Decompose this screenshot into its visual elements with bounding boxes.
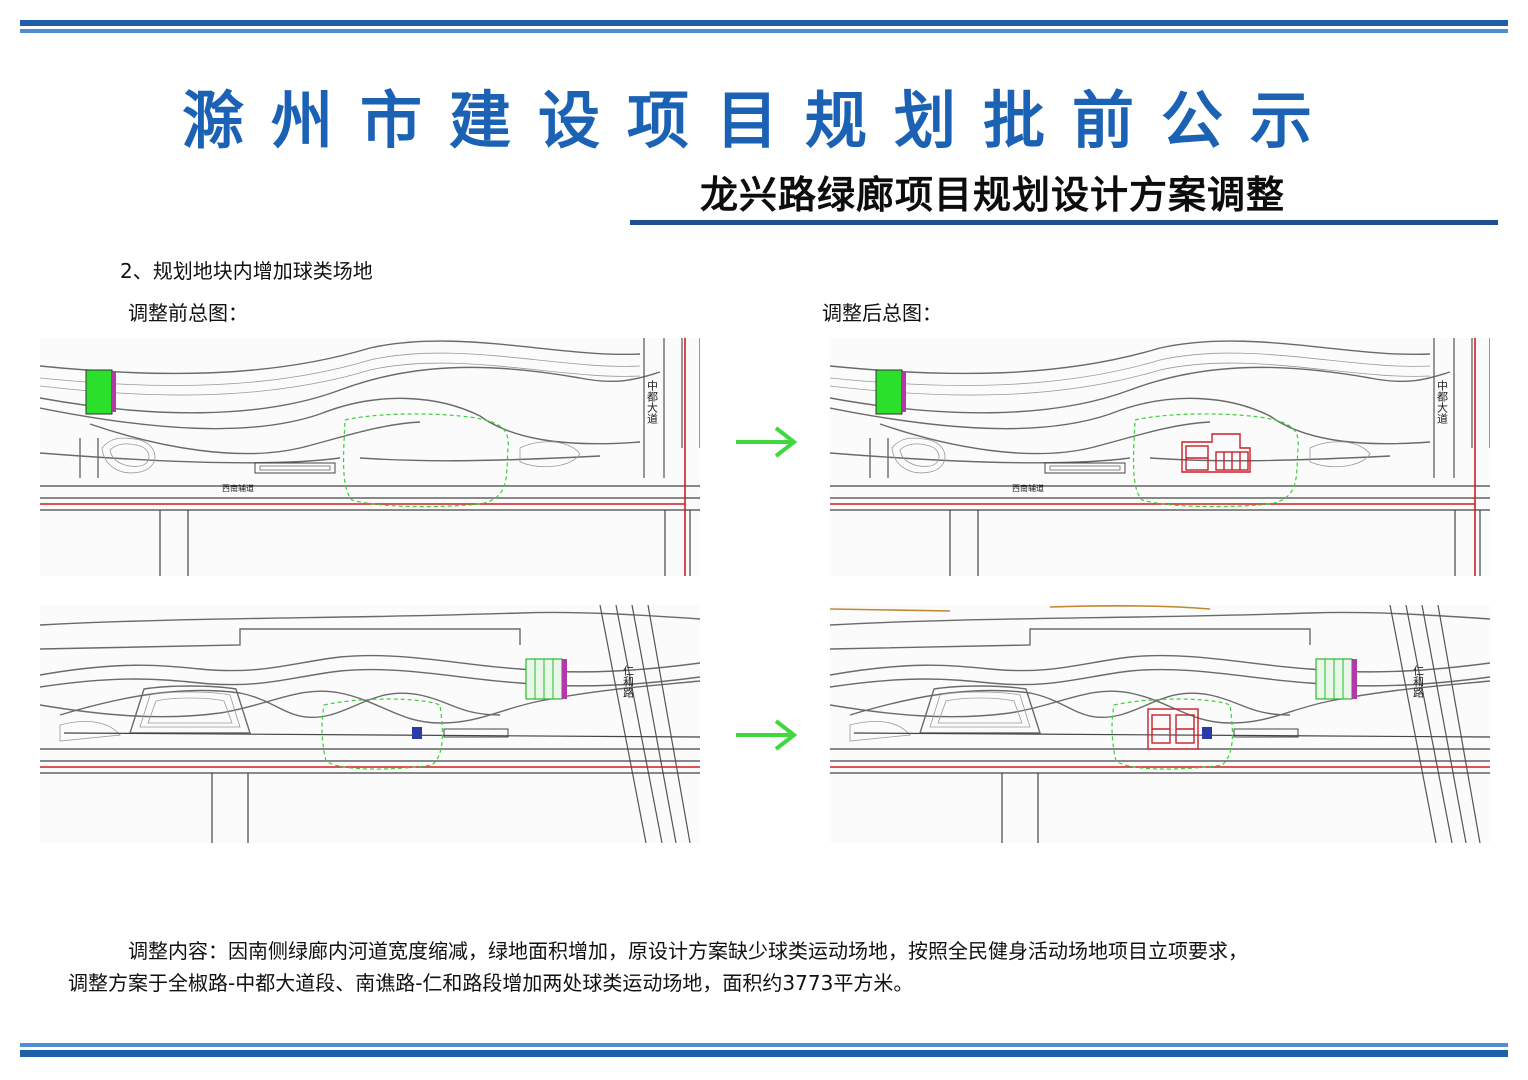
road-label-zhongdu: 中都大道 [646,380,659,424]
ball-court-added-lower [1147,708,1199,750]
road-label-renhe: 仁和路 [622,665,635,699]
arrow-right-icon [734,424,798,460]
after-plan-label: 调整后总图： [822,301,942,325]
site-plan-before-lower: 仁和路 [40,605,700,843]
description-line-1: 调整内容：因南侧绿廊内河道宽度缩减，绿地面积增加，原设计方案缺少球类运动场地，按… [128,939,1248,963]
site-plan-after-lower: 仁和路 [830,605,1490,843]
project-subtitle: 龙兴路绿廊项目规划设计方案调整 [700,173,1286,217]
arrow-right-icon [734,717,798,753]
aux-road-label: 西南辅道 [1012,483,1044,493]
site-plan-after-upper: 西南辅道 中都大道 [830,338,1490,576]
description-line-2: 调整方案于全椒路-中都大道段、南谯路-仁和路段增加两处球类运动场地，面积约377… [68,971,914,995]
adjustment-description: 调整内容：因南侧绿廊内河道宽度缩减，绿地面积增加，原设计方案缺少球类运动场地，按… [68,935,1498,999]
aux-road-label: 西南辅道 [222,483,254,493]
section-heading: 2、规划地块内增加球类场地 [120,259,373,283]
road-label-renhe: 仁和路 [1412,665,1425,699]
before-plan-label: 调整前总图： [128,301,248,325]
page-title: 滁州市建设项目规划批前公示 [182,84,1340,157]
top-band [20,20,1508,33]
site-plan-before-upper: 西南辅道 中都大道 [40,338,700,576]
subtitle-rule [630,220,1498,225]
bottom-band [20,1043,1508,1057]
ball-court-added [1181,433,1251,473]
road-label-zhongdu: 中都大道 [1436,380,1449,424]
